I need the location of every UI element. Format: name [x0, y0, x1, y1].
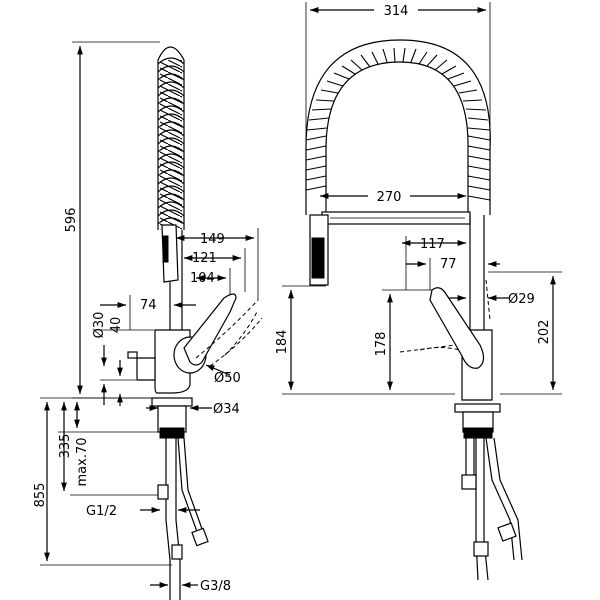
dim-lever-offset-label: 74 [140, 298, 157, 313]
dim-width: 314 [305, 2, 491, 150]
dim-thread-inlet: G1/2 [86, 504, 200, 519]
dim-reach-group: 149 121 104 [176, 228, 259, 300]
spray-head-front [309, 214, 329, 286]
dim-thread-inlet-label: G1/2 [86, 504, 117, 519]
dim-thread-outlet-label: G3/8 [200, 579, 231, 594]
dim-hose-length-label: 855 [33, 483, 48, 508]
dim-spray-offset-label: 117 [420, 237, 445, 252]
dim-arm-length-label: 270 [377, 190, 402, 205]
lever-motion-front [399, 344, 461, 353]
hoses-front [461, 437, 523, 581]
spout-pipe-side [169, 230, 183, 330]
dim-upper-height-label: 202 [537, 320, 552, 345]
dim-base-diameter: Ø34 [146, 402, 240, 417]
dim-reach-outer-label: 149 [200, 232, 225, 247]
base-side [151, 397, 193, 439]
valve-body-front [429, 287, 493, 401]
dim-body-diameter: Ø50 [205, 364, 241, 386]
dim-reach-inner-label: 104 [190, 271, 215, 286]
dim-lever-offset: 74 [100, 295, 196, 330]
dim-pipe-diameter-label: Ø29 [508, 292, 535, 307]
dim-body-diameter-label: Ø50 [214, 371, 241, 386]
dim-spout-diameter-label: Ø30 [92, 312, 107, 339]
dim-lever-height-label: 178 [374, 332, 389, 357]
hoses-side [157, 437, 209, 600]
dim-thread-outlet: G3/8 [150, 579, 231, 594]
dim-reach-mid-label: 121 [192, 251, 217, 266]
dim-arm-length: 270 [320, 188, 466, 205]
spring-coil-side [157, 46, 185, 230]
dim-lever-reach: 77 [406, 257, 500, 290]
dim-upper-height: 202 [488, 271, 562, 395]
dim-below-deck-label: 335 [58, 434, 73, 459]
dim-spout-height-label: 184 [275, 330, 290, 355]
dim-lever-height: 178 [374, 289, 432, 390]
valve-body-side [127, 293, 237, 394]
dim-base-diameter-label: Ø34 [213, 402, 240, 417]
spout-pipe-front [469, 215, 485, 330]
spout-motion-front [485, 279, 491, 321]
dim-step-label: 40 [109, 317, 124, 334]
base-front [454, 403, 501, 439]
dim-max-thickness-label: max.70 [75, 438, 90, 487]
dim-pipe-diameter: Ø29 [448, 292, 535, 307]
dim-total-height: 596 [64, 41, 160, 399]
dim-lever-reach-label: 77 [440, 257, 457, 272]
spray-head-side [161, 224, 179, 283]
swivel-arm-front [321, 211, 471, 225]
dim-spray-offset: 117 [402, 236, 466, 290]
dim-total-height-label: 596 [64, 208, 79, 233]
front-view: 314 270 117 77 Ø29 [275, 2, 562, 581]
dim-spout-diameter: Ø30 40 [92, 312, 154, 406]
spring-coil-front [305, 39, 491, 215]
lever-motion-side [195, 299, 263, 367]
dim-spout-height: 184 [275, 285, 455, 395]
dim-below-deck: 855 335 max.70 [33, 397, 172, 566]
side-view: 596 149 121 104 74 Ø30 [33, 41, 263, 600]
dim-width-label: 314 [384, 4, 409, 19]
